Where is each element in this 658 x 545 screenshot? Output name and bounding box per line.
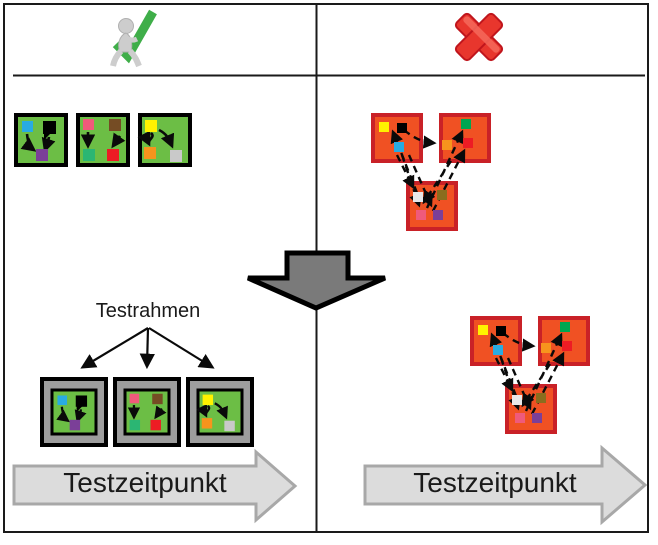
testzeitpunkt-label-right: Testzeitpunkt xyxy=(413,467,577,498)
timeline-arrow-left xyxy=(12,448,298,524)
testzeitpunkt-label-left: Testzeitpunkt xyxy=(63,467,227,498)
timeline-arrow-right xyxy=(363,444,648,526)
testrahmen-pointer-arrows xyxy=(80,327,215,370)
framed-test-boxes-row xyxy=(40,377,254,447)
green-test-boxes-row xyxy=(14,113,192,167)
red-cluster-bottom xyxy=(472,318,588,432)
person-checkmark-icon xyxy=(110,9,157,68)
red-cluster-top xyxy=(373,115,489,229)
testrahmen-label: Testrahmen xyxy=(95,300,201,322)
down-arrow-icon xyxy=(246,250,386,311)
outer-border xyxy=(3,3,649,533)
cross-icon xyxy=(454,12,504,62)
